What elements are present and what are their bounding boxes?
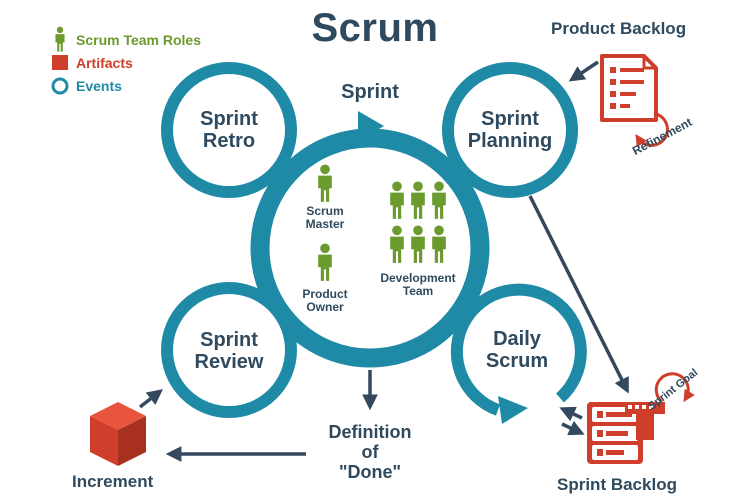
increment-cube-icon: [90, 402, 146, 466]
arrow-increment-to-review: [138, 389, 163, 409]
legend-ring-icon: [51, 77, 69, 95]
definition-of-done-label: Definition of "Done": [328, 422, 412, 482]
page-title: Scrum: [311, 6, 439, 50]
sprint-review-circle: [161, 282, 297, 418]
legend-artifacts-label: Artifacts: [76, 55, 133, 71]
daily-scrum-loop: [450, 283, 587, 416]
sprint-label: Sprint: [341, 81, 399, 103]
product-owner-icon: [318, 243, 332, 281]
legend-square-icon: [52, 55, 68, 70]
arrow-backlog-to-planning: [568, 60, 599, 82]
sprint-planning-circle: [442, 62, 578, 198]
arrow-daily-to-sprint-backlog: [561, 420, 585, 436]
sprint-arrowhead-icon: [358, 111, 384, 141]
daily-scrum-arrowhead-icon: [498, 396, 528, 424]
increment-label: Increment: [72, 472, 154, 491]
arrow-planning-to-sprint-backlog: [528, 195, 629, 394]
sprint-goal-cycle-icon: [654, 372, 695, 404]
legend-events-label: Events: [76, 78, 122, 94]
arrow-sprint-backlog-to-daily: [559, 406, 583, 422]
legend-roles-label: Scrum Team Roles: [76, 32, 202, 48]
development-team-icon: [390, 181, 446, 263]
sprint-cycle-circle: [250, 128, 490, 368]
sprint-backlog-icon: [587, 402, 665, 464]
product-backlog-icon: [600, 54, 658, 122]
product-backlog-label: Product Backlog: [551, 19, 687, 38]
refinement-cycle-icon: [635, 112, 669, 148]
scrum-master-icon: [318, 164, 332, 202]
sprint-retro-circle: [161, 62, 297, 198]
sprint-backlog-label: Sprint Backlog: [557, 475, 677, 494]
